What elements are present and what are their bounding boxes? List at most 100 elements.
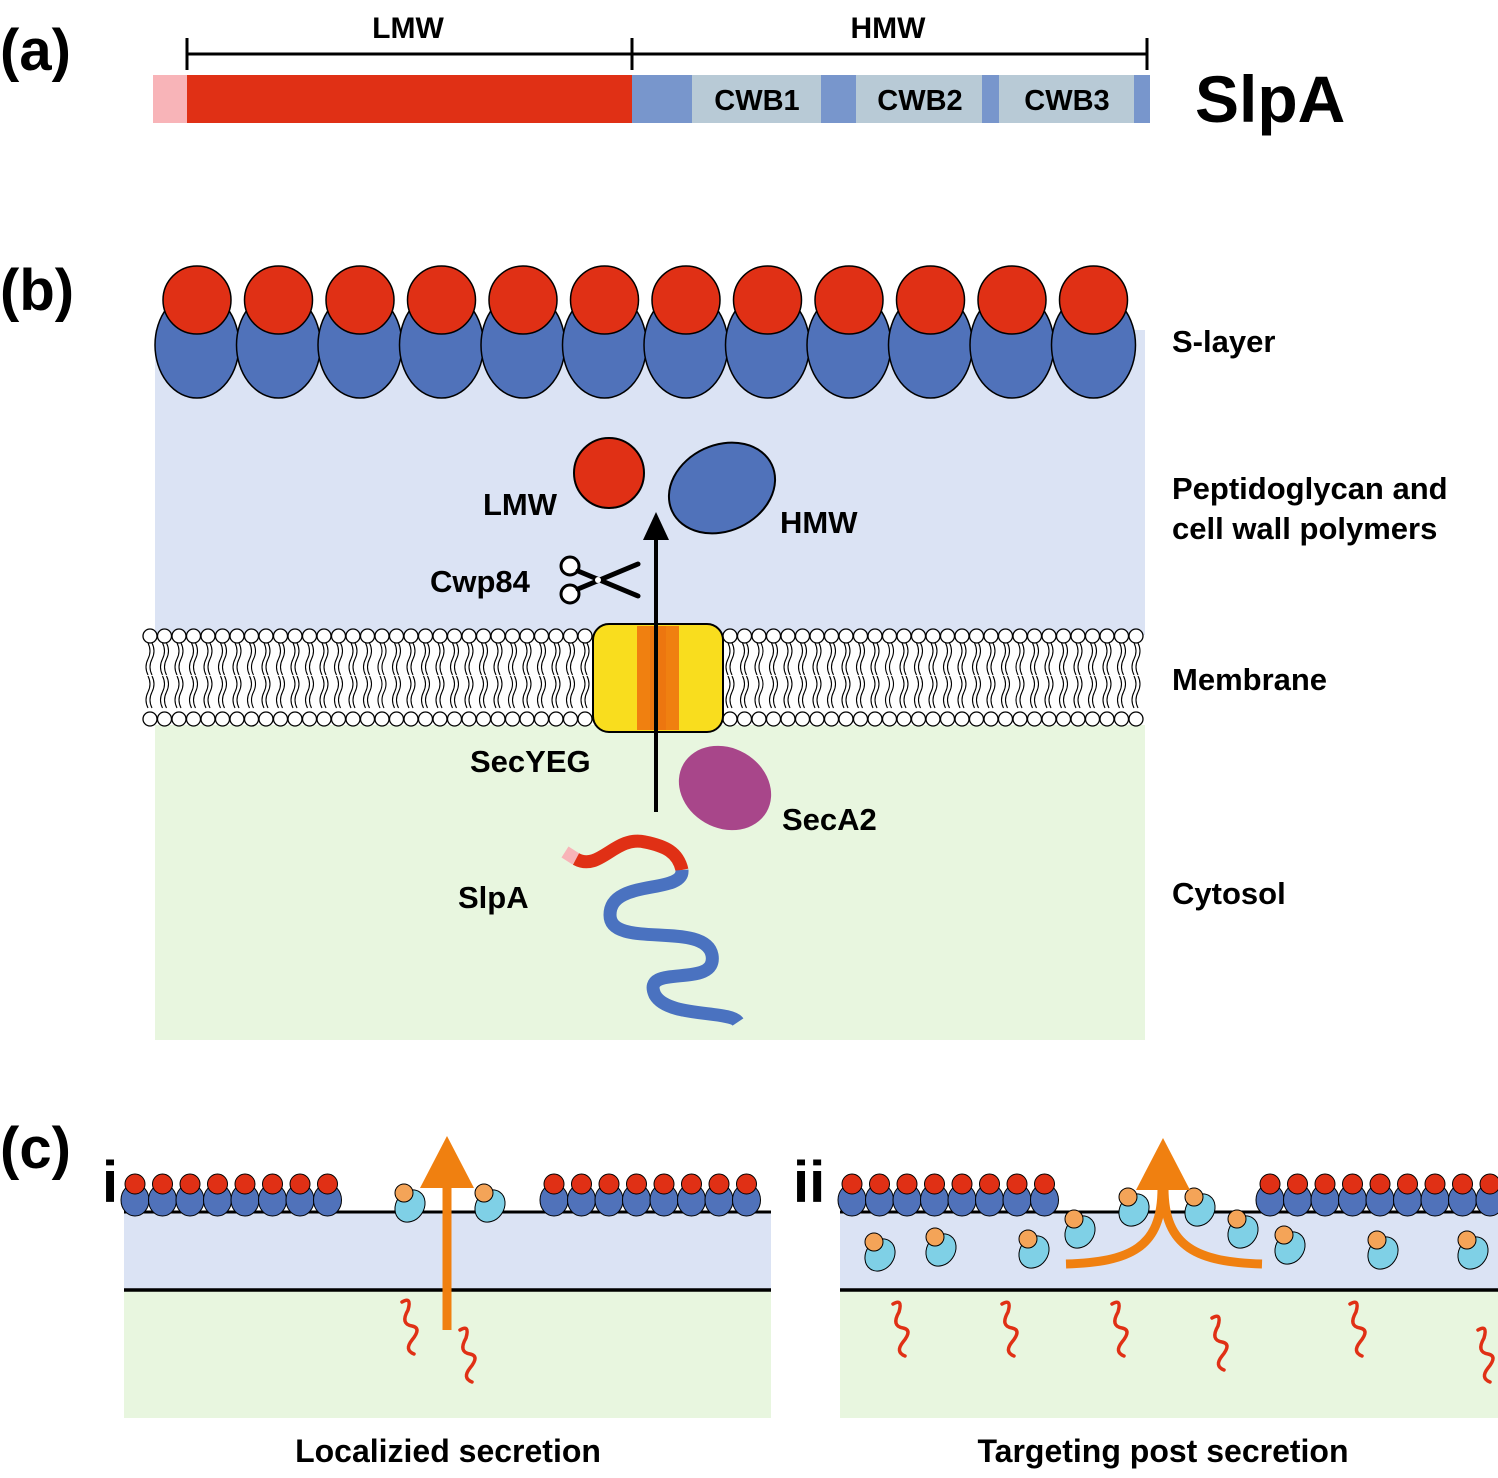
lipid-head xyxy=(765,711,782,727)
lipid-tail xyxy=(801,642,808,676)
s-layer-lmw-unit xyxy=(243,265,314,335)
lipid-head xyxy=(1012,628,1028,644)
s-layer-lmw-unit xyxy=(736,1173,757,1195)
s-layer-lmw-unit xyxy=(1034,1173,1055,1195)
protein-name: SlpA xyxy=(1195,62,1345,136)
lipid-tail xyxy=(946,675,953,709)
slpa-chain xyxy=(561,834,744,1028)
label-seca2: SecA2 xyxy=(782,802,877,837)
s-layer-lmw-unit xyxy=(814,265,884,335)
lipid-tail xyxy=(729,642,735,676)
bracket-lmw-label: LMW xyxy=(372,12,444,45)
lipid-head xyxy=(809,711,825,727)
lipid-tail xyxy=(522,675,528,709)
lipid-head xyxy=(736,711,753,727)
s-layer-lmw-unit xyxy=(869,1173,890,1195)
lipid-tail xyxy=(812,675,818,709)
lipid-tail xyxy=(1062,642,1069,676)
lipid-tail xyxy=(468,675,474,709)
new-lmw-subunit xyxy=(1227,1209,1247,1229)
lipid-head xyxy=(316,628,332,644)
lipid-tail xyxy=(1029,642,1036,676)
lipid-head xyxy=(577,711,593,727)
lipid-tail xyxy=(1062,675,1069,709)
lipid-tail xyxy=(870,642,876,676)
lipid-head xyxy=(171,711,187,727)
lipid-tail xyxy=(217,675,224,709)
lipid-tail xyxy=(1019,675,1025,709)
lipid-tail xyxy=(145,675,151,709)
cleaved-lmw xyxy=(573,437,645,509)
nascent-slpa xyxy=(1210,1314,1229,1372)
cwb3-label: CWB3 xyxy=(1024,85,1109,117)
targeting-arrow-right xyxy=(1159,1187,1263,1269)
lipid-tail xyxy=(192,675,199,709)
lipid-head xyxy=(403,628,419,644)
lipid-tail xyxy=(1044,642,1050,676)
lipid-tail xyxy=(928,675,934,709)
lipid-tail xyxy=(830,675,837,709)
lipid-tail xyxy=(580,675,586,709)
lipid-tail xyxy=(265,675,271,709)
lipid-tail xyxy=(739,642,746,676)
lipid-head xyxy=(722,711,738,727)
s-layer-lmw-unit xyxy=(152,1173,173,1195)
lipid-tail xyxy=(319,675,325,709)
lipid-tail xyxy=(855,675,862,709)
lipid-tail xyxy=(816,675,822,709)
lipid-head xyxy=(403,711,419,727)
lipid-tail xyxy=(536,642,543,676)
subpanel-i: i Localizied secretion xyxy=(102,1136,771,1469)
lipid-tail xyxy=(377,642,383,676)
lipid-tail xyxy=(1116,642,1123,676)
lipid-head xyxy=(838,628,854,644)
lipid-tail xyxy=(395,675,402,709)
lipid-tail xyxy=(768,675,775,709)
lipid-head xyxy=(504,628,521,644)
lipid-head xyxy=(867,711,883,727)
lipid-head xyxy=(446,711,463,727)
s-layer-lmw-unit xyxy=(325,265,395,335)
lipid-tail xyxy=(246,675,253,709)
nascent-slpa xyxy=(1110,1300,1129,1358)
lipid-tail xyxy=(975,675,982,709)
lipid-head xyxy=(997,711,1014,727)
lipid-tail xyxy=(1073,642,1079,676)
lipid-tail xyxy=(975,642,982,676)
lipid-tail xyxy=(903,642,909,676)
new-lmw-subunit xyxy=(474,1183,494,1203)
s-layer-lmw-unit xyxy=(262,1173,283,1195)
lipid-tail xyxy=(569,642,576,676)
s-layer-lmw-unit xyxy=(681,1173,702,1195)
lipid-head xyxy=(243,711,260,727)
lipid-head xyxy=(1128,711,1144,727)
lipid-head xyxy=(171,628,187,644)
lipid-tail xyxy=(395,642,402,676)
lipid-tail xyxy=(221,642,228,676)
lipid-tail xyxy=(290,675,296,709)
lipid-tail xyxy=(279,642,286,676)
lipid-head xyxy=(200,628,216,644)
s-layer-lmw-unit xyxy=(406,265,477,335)
lipid-tail xyxy=(859,642,866,676)
lipid-head xyxy=(1099,711,1115,727)
s-layer-lmw-unit xyxy=(841,1173,863,1195)
lipid-tail xyxy=(1116,675,1123,709)
lipid-tail xyxy=(308,675,315,709)
lipid-tail xyxy=(526,675,532,709)
lipid-tail xyxy=(435,675,441,709)
lipid-head xyxy=(1113,628,1130,644)
lipid-head xyxy=(1026,628,1043,644)
lipid-tail xyxy=(797,675,804,709)
label-lmw: LMW xyxy=(483,487,558,522)
lipid-head xyxy=(1070,628,1086,644)
lipid-tail xyxy=(337,675,344,709)
s-layer-lmw-unit xyxy=(571,1173,592,1195)
panel-b-letter: (b) xyxy=(0,258,74,323)
secretion-arrowhead-i xyxy=(420,1136,474,1188)
seca2 xyxy=(678,745,772,831)
lipid-head xyxy=(939,711,956,727)
lipid-head xyxy=(229,711,245,727)
new-subunits-i xyxy=(394,1183,506,1223)
